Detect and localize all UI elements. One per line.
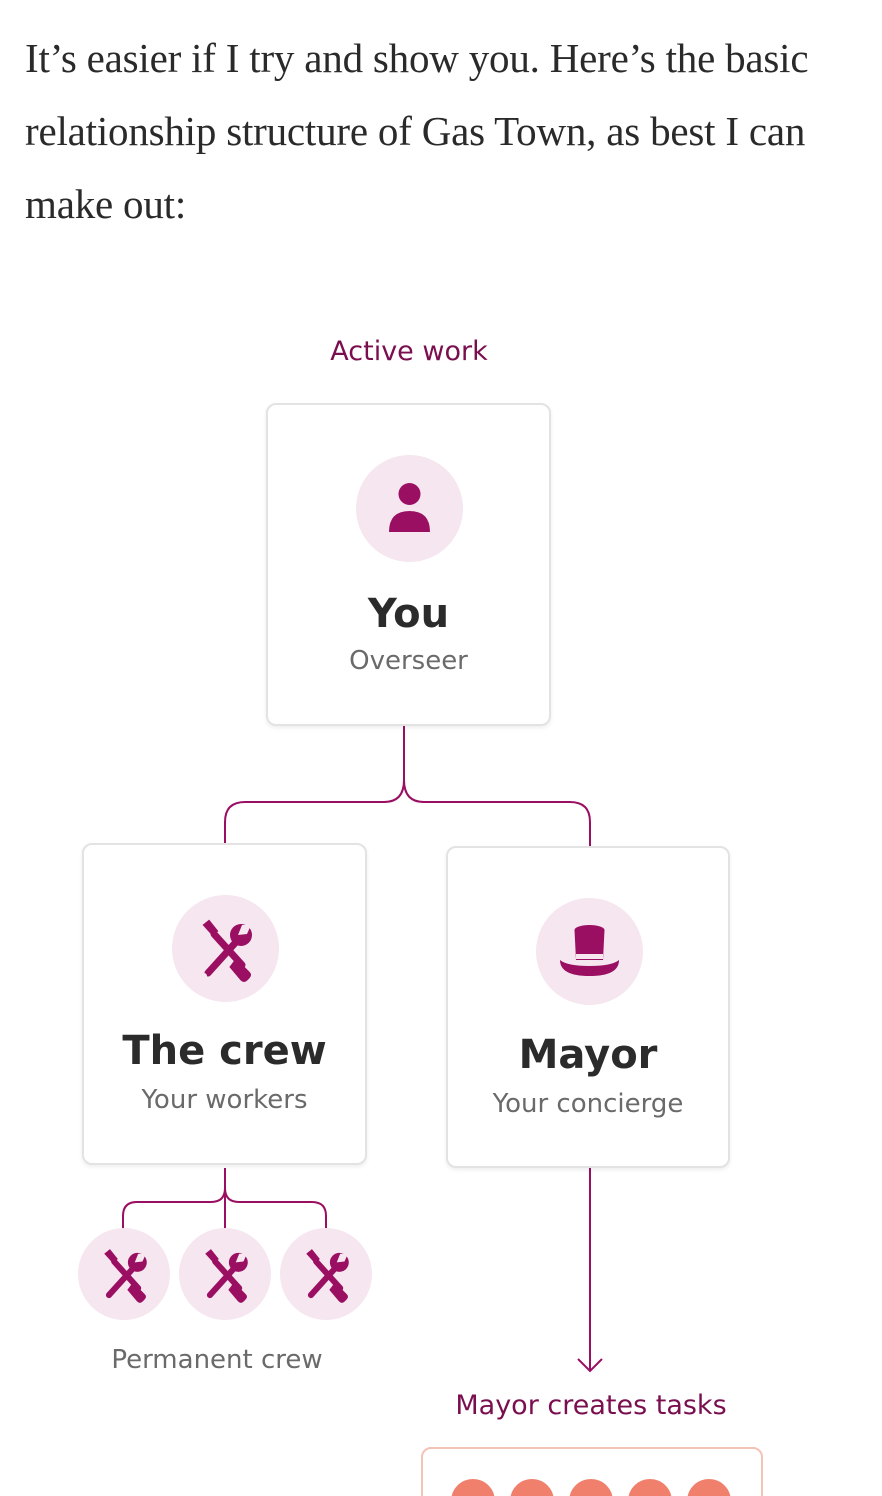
task-dot: [687, 1479, 731, 1496]
tasks-box: [421, 1447, 763, 1496]
connector-you-to-mayor: [403, 779, 591, 846]
card-mayor: Mayor Your concierge: [446, 846, 730, 1168]
crew-member-3: [280, 1228, 372, 1320]
crew-icon-circle: [172, 895, 279, 1002]
tools-icon: [306, 1249, 349, 1303]
intro-paragraph: It’s easier if I try and show you. Here’…: [25, 35, 809, 227]
you-icon-circle: [356, 455, 463, 562]
task-dot: [510, 1479, 554, 1496]
you-subtitle: Overseer: [349, 646, 468, 676]
crew-subtitle: Your workers: [141, 1085, 308, 1115]
task-dot: [628, 1479, 672, 1496]
mayor-title: Mayor: [518, 1032, 658, 1078]
arrowhead-icon: [577, 1358, 603, 1373]
task-dot: [451, 1479, 495, 1496]
active-work-label: Active work: [330, 336, 488, 367]
connector-crew-right: [224, 1187, 327, 1230]
top-hat-icon: [560, 925, 619, 976]
card-crew: The crew Your workers: [82, 843, 367, 1165]
crew-member-2: [179, 1228, 271, 1320]
mayor-icon-circle: [536, 898, 643, 1005]
card-you: You Overseer: [266, 403, 551, 726]
connector-crew-stem: [122, 1168, 226, 1230]
tools-icon: [201, 919, 252, 982]
you-title: You: [367, 591, 450, 637]
connector-you-stem: [224, 725, 405, 843]
mayor-tasks-label: Mayor creates tasks: [455, 1390, 727, 1421]
mayor-subtitle: Your concierge: [492, 1089, 684, 1119]
tools-icon: [205, 1249, 248, 1303]
permanent-crew-label: Permanent crew: [111, 1345, 323, 1375]
task-dot: [569, 1479, 613, 1496]
tools-icon: [104, 1249, 147, 1303]
crew-title: The crew: [122, 1028, 327, 1074]
person-icon: [389, 483, 430, 532]
crew-member-1: [78, 1228, 170, 1320]
